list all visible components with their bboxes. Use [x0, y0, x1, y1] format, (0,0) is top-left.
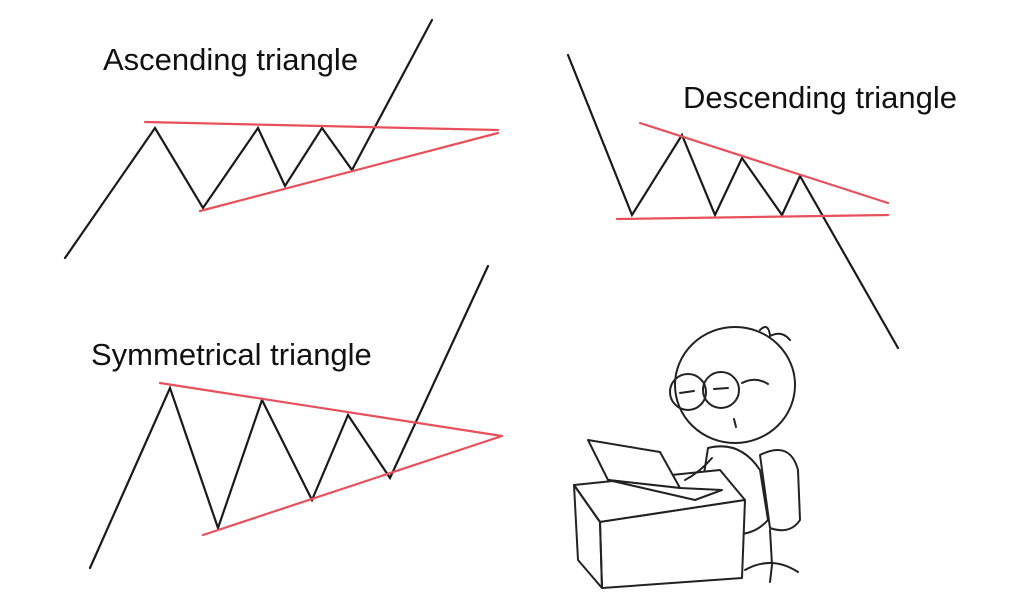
laptop-keyboard: [607, 479, 723, 501]
person-head: [674, 326, 796, 444]
mouth: [733, 418, 737, 428]
desk-side: [573, 484, 603, 589]
ascending-triangle-label: Ascending triangle: [103, 42, 358, 77]
symmetrical-lower-line: [201, 434, 504, 537]
laptop-screen: [587, 439, 681, 489]
ascending-resistance-line: [143, 120, 500, 132]
glasses-left-lens: [669, 373, 707, 411]
symmetrical-upper-line: [158, 381, 504, 438]
eyes: [679, 387, 729, 394]
person-arm: [684, 457, 713, 481]
eyebrow: [741, 378, 769, 385]
symmetrical-triangle-label: Symmetrical triangle: [91, 337, 372, 372]
descending-triangle-pattern: Descending triangle: [566, 53, 957, 350]
symmetrical-triangle-pattern: Symmetrical triangle: [88, 264, 504, 570]
descending-price-line: [566, 53, 900, 350]
chair-base: [744, 529, 799, 583]
descending-resistance-line: [638, 121, 890, 205]
symmetrical-price-line: [88, 264, 490, 570]
descending-triangle-label: Descending triangle: [683, 80, 957, 115]
ascending-price-line: [63, 18, 434, 260]
descending-support-line: [615, 213, 890, 221]
glasses-right-lens: [702, 371, 740, 409]
hair-strands: [759, 325, 791, 341]
chair-back: [759, 449, 801, 532]
person-at-laptop-illustration: [573, 325, 801, 589]
ascending-support-line: [198, 131, 500, 213]
ascending-triangle-pattern: Ascending triangle: [63, 18, 500, 260]
